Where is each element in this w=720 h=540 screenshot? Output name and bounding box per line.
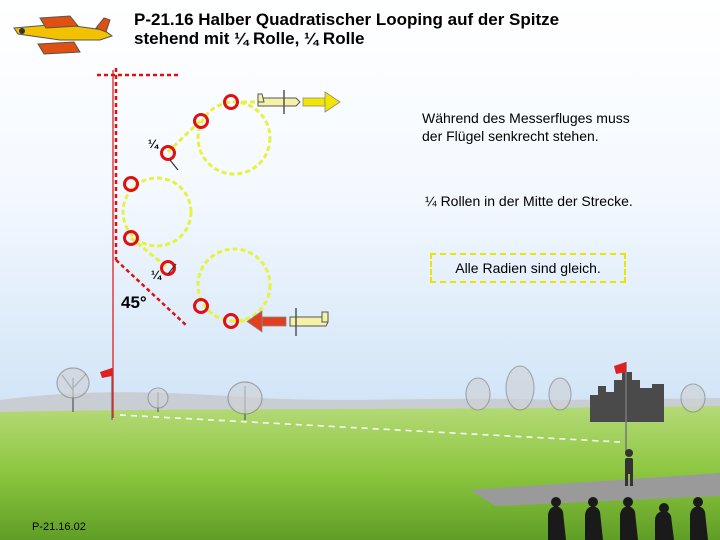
tree-middle-left bbox=[147, 387, 169, 412]
note-equal-radii: Alle Radien sind gleich. bbox=[430, 253, 626, 283]
exit-arrow bbox=[302, 91, 341, 113]
angle-label: 45° bbox=[121, 293, 147, 312]
grass-field bbox=[0, 406, 720, 540]
tree-right-group bbox=[465, 365, 706, 413]
title-airplane-icon bbox=[13, 15, 114, 55]
note-rolls-middle: ¼ Rollen in der Mitte der Strecke. bbox=[425, 193, 633, 209]
pilot-figure bbox=[625, 449, 633, 486]
flag-left bbox=[100, 368, 113, 420]
sky bbox=[0, 0, 720, 420]
figure-title: P-21.16 Halber Quadratischer Looping auf… bbox=[134, 10, 559, 48]
roll-label-upper: ¼ bbox=[148, 137, 159, 151]
title-line-2: stehend mit ¼ Rolle, ¼ Rolle bbox=[134, 29, 365, 48]
guide-lines bbox=[97, 68, 188, 327]
roll-label-lower: ¼ bbox=[151, 268, 162, 282]
entry-arrow bbox=[246, 310, 287, 333]
path-markers bbox=[123, 94, 239, 329]
runway bbox=[470, 473, 720, 506]
tree-center bbox=[227, 381, 263, 420]
figure-code: P-21.16.02 bbox=[32, 521, 86, 533]
entry-airplane-icon bbox=[289, 308, 329, 336]
tree-left bbox=[56, 367, 90, 412]
note-knife-edge: Während des Messerfluges muss der Flügel… bbox=[422, 110, 630, 144]
flag-right bbox=[614, 362, 627, 452]
title-line-1: P-21.16 Halber Quadratischer Looping auf… bbox=[134, 10, 560, 29]
roll-arrows bbox=[167, 159, 179, 275]
exit-airplane-icon bbox=[257, 90, 301, 114]
castle-ruin bbox=[590, 372, 664, 422]
judges-row bbox=[548, 497, 708, 540]
